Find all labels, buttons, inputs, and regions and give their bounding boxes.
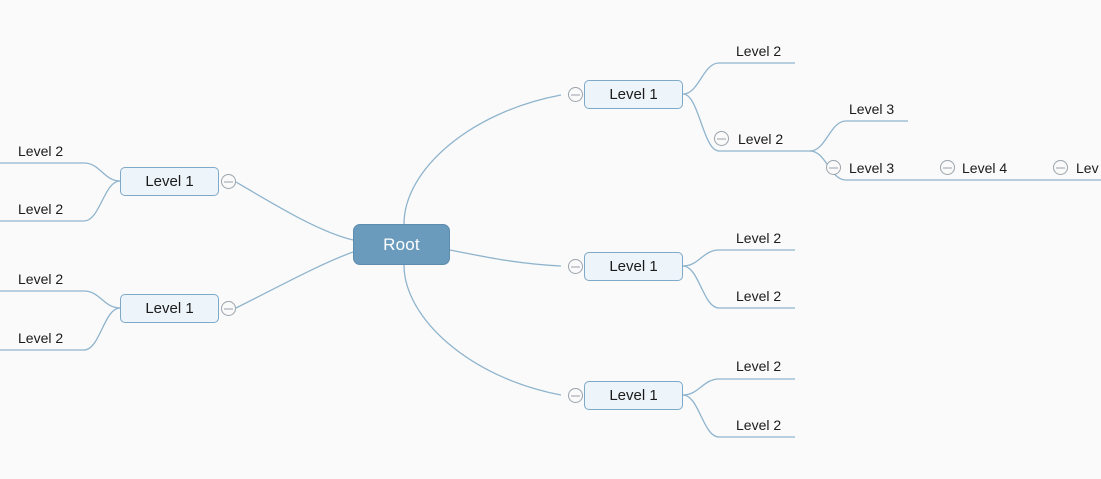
- level1-node-left-top[interactable]: Level 1: [120, 167, 219, 196]
- level2-node-left-bottom-second[interactable]: Level 2: [18, 330, 64, 346]
- level3-node-first[interactable]: Level 3: [849, 101, 895, 117]
- level2-node-right-top-first[interactable]: Level 2: [736, 43, 782, 59]
- collapse-minus-icon-level5[interactable]: [1053, 160, 1068, 175]
- edge-root-right-bottom: [403, 264, 562, 396]
- level2-node-right-bottom-first[interactable]: Level 2: [736, 358, 782, 374]
- collapse-minus-icon-left-top-level1[interactable]: [221, 174, 236, 189]
- level1-node-left-bottom[interactable]: Level 1: [120, 294, 219, 323]
- level2-node-right-middle-first[interactable]: Level 2: [736, 230, 782, 246]
- collapse-minus-icon-level4[interactable]: [940, 160, 955, 175]
- edge-rightbottom-c1: [682, 378, 795, 396]
- edge-leftbottom-c1: [0, 290, 121, 309]
- edge-rightmid-c1: [682, 249, 795, 267]
- collapse-minus-icon-right-middle-level1[interactable]: [568, 259, 583, 274]
- edge-root-left-bottom: [235, 251, 354, 309]
- collapse-minus-icon-right-bottom-level1[interactable]: [568, 388, 583, 403]
- collapse-minus-icon-left-bottom-level1[interactable]: [221, 301, 236, 316]
- edge-root-right-top: [403, 94, 562, 225]
- edge-righttop-c1: [682, 62, 795, 95]
- level1-node-right-top[interactable]: Level 1: [584, 80, 683, 109]
- level2-node-right-bottom-second[interactable]: Level 2: [736, 417, 782, 433]
- edge-root-left-top: [235, 181, 354, 241]
- level3-node-second[interactable]: Level 3: [849, 160, 895, 176]
- level2-node-right-middle-second[interactable]: Level 2: [736, 288, 782, 304]
- root-node[interactable]: Root: [353, 224, 450, 265]
- level4-node[interactable]: Level 4: [962, 160, 1008, 176]
- level2-node-left-top-first[interactable]: Level 2: [18, 143, 64, 159]
- collapse-minus-icon-right-top-level1[interactable]: [568, 87, 583, 102]
- edge-lefttop-c1: [0, 162, 121, 182]
- level2-node-left-top-second[interactable]: Level 2: [18, 201, 64, 217]
- level2-node-left-bottom-first[interactable]: Level 2: [18, 271, 64, 287]
- edge-l2-to-l3a: [809, 120, 908, 152]
- collapse-minus-icon-level3[interactable]: [826, 160, 841, 175]
- edge-root-right-mid: [449, 249, 562, 267]
- level5-node-clipped[interactable]: Lev: [1076, 160, 1099, 176]
- level1-node-right-bottom[interactable]: Level 1: [584, 381, 683, 410]
- collapse-minus-icon-right-top-level2[interactable]: [714, 131, 729, 146]
- level2-node-right-top-second[interactable]: Level 2: [738, 131, 784, 147]
- level1-node-right-middle[interactable]: Level 1: [584, 252, 683, 281]
